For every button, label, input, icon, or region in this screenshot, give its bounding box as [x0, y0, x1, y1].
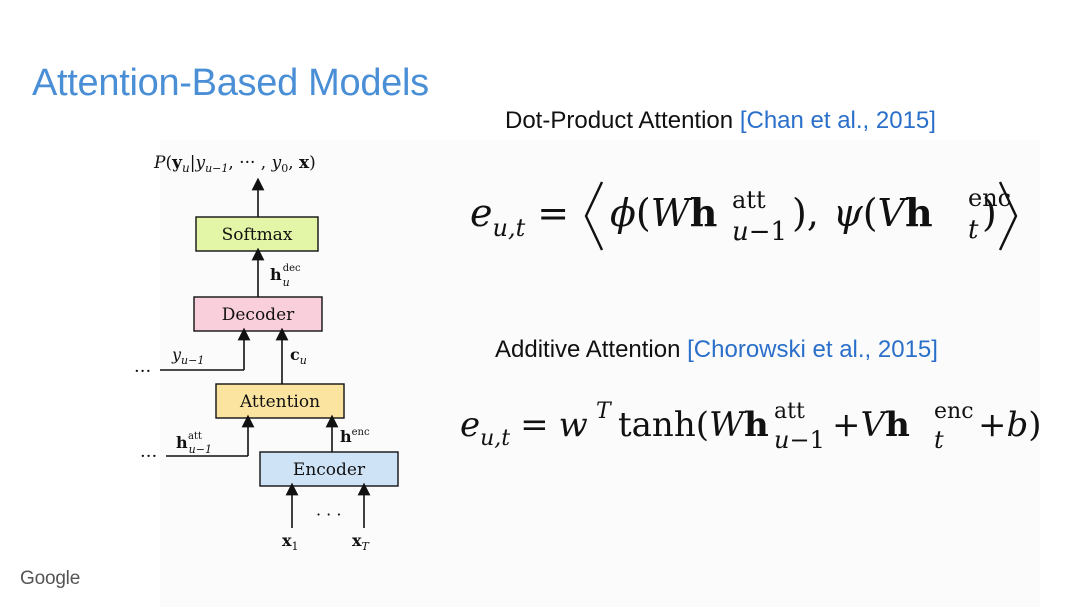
svg-text:att: att: [774, 399, 805, 424]
svg-text:eu,t=: eu,t=: [470, 191, 569, 242]
svg-text:t: t: [934, 426, 944, 454]
svg-text:ϕ(Wh: ϕ(Wh: [610, 190, 717, 235]
svg-text:T: T: [596, 399, 613, 424]
svg-text:+b): +b): [978, 405, 1040, 445]
svg-text:tanh(Wh: tanh(Wh: [618, 405, 769, 445]
c-u-label: cu: [290, 345, 307, 367]
y-prev-label: yu−1: [171, 345, 204, 367]
dot-product-formula: eu,t= ϕ(Wh att u−1 ),ψ(Vh enc t ): [470, 181, 1018, 251]
attention-box: [215, 383, 345, 419]
left-ellipsis-top: ···: [134, 361, 151, 382]
dot-product-heading: Dot-Product Attention [Chan et al., 2015…: [505, 107, 936, 135]
softmax-label: Softmax: [222, 225, 293, 245]
decoder-label: Decoder: [222, 305, 295, 325]
svg-text:enc: enc: [934, 399, 974, 424]
svg-text:): ): [982, 191, 997, 235]
inputs-ellipsis: · · ·: [316, 505, 341, 524]
encoder-box: [259, 451, 399, 487]
softmax-box: [195, 216, 319, 252]
left-ellipsis-bottom: ···: [140, 446, 157, 467]
x1-label: x1: [282, 531, 299, 553]
encoder-label: Encoder: [293, 460, 366, 480]
google-logo: Google: [20, 568, 81, 589]
svg-text:+Vh: +Vh: [832, 405, 910, 445]
svg-text:t: t: [968, 215, 979, 245]
h-dec-label: hudec: [270, 263, 301, 289]
svg-text:),ψ(Vh: ),ψ(Vh: [792, 190, 933, 235]
additive-heading: Additive Attention [Chorowski et al., 20…: [495, 336, 938, 364]
additive-citation: [Chorowski et al., 2015]: [687, 336, 938, 363]
attention-architecture-diagram: P(yu|yu−1, ··· , y0, x) Softmax hudec De…: [134, 153, 399, 553]
svg-text:u−1: u−1: [732, 217, 787, 247]
slide-title: Attention-Based Models: [32, 62, 429, 104]
additive-heading-text: Additive Attention: [495, 336, 681, 363]
svg-text:eu,t=w: eu,t=w: [460, 405, 588, 451]
output-probability-label: P(yu|yu−1, ··· , y0, x): [153, 153, 316, 175]
additive-formula: eu,t=w T tanh(Wh att u−1 +Vh enc t +b): [460, 399, 1040, 454]
attention-label: Attention: [239, 392, 320, 412]
h-enc-label: henc: [340, 427, 370, 446]
svg-text:att: att: [732, 186, 766, 214]
dot-product-heading-text: Dot-Product Attention: [505, 107, 734, 134]
xT-label: xT: [352, 531, 371, 553]
h-att-label: hu−1att: [176, 431, 212, 456]
decoder-box: [193, 296, 323, 332]
dot-product-citation: [Chan et al., 2015]: [739, 107, 936, 134]
svg-text:u−1: u−1: [774, 426, 825, 454]
